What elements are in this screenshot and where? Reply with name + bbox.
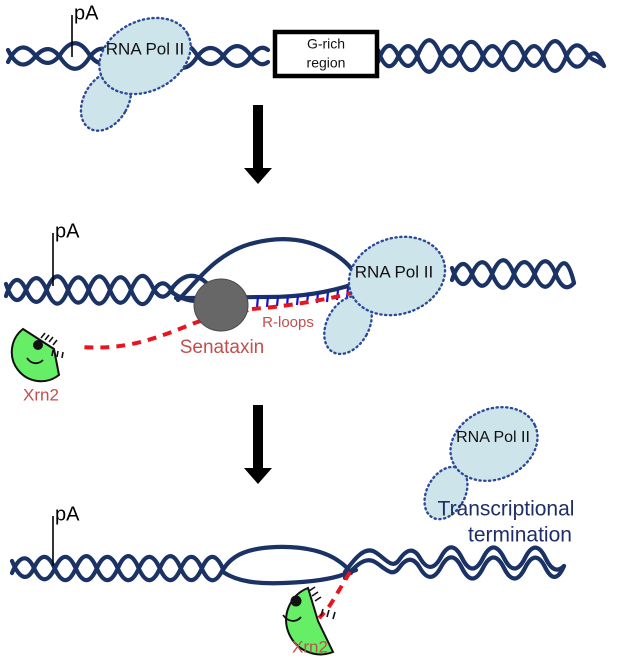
polymerase-label-top: RNA Pol II xyxy=(106,39,184,58)
displaced-dna-strand-middle xyxy=(175,237,359,303)
dna-strand-a-bottom-right xyxy=(342,545,567,575)
dna-strand-b-mid xyxy=(3,275,176,307)
polymerase-label-middle: RNA Pol II xyxy=(355,262,433,281)
xrn2-teeth-upper-middle xyxy=(40,332,58,346)
termination-label-line2: termination xyxy=(468,524,572,547)
xrn2-smile-bottom xyxy=(282,614,302,622)
xrn2-smile-middle xyxy=(26,357,44,365)
rna-pol-2-released: RNA Pol II xyxy=(423,405,539,521)
r-loop-hybrid xyxy=(251,286,365,311)
xrn2-label-bottom: Xrn2 xyxy=(292,637,328,656)
polymerase-tail-lobe-middle xyxy=(323,294,373,356)
flow-arrow-2-shaft xyxy=(253,405,263,470)
dna-strand-b-mid-right xyxy=(449,260,577,290)
panel-middle: RNA Pol II pA Xrn2 R-loops Senat xyxy=(3,220,577,404)
senataxin-oval xyxy=(193,278,249,332)
pa-label-middle: pA xyxy=(55,220,80,242)
dna-strand-b-top-right xyxy=(375,43,607,74)
polymerase-body-top xyxy=(98,16,192,96)
g-rich-box-outline xyxy=(272,29,380,79)
dna-strand-b-bottom xyxy=(9,554,226,583)
dna-duplex-middle-right xyxy=(449,258,577,290)
dna-duplex-bottom-right xyxy=(342,545,567,581)
xrn2-teeth-lower-middle xyxy=(51,349,64,359)
xrn2-middle: Xrn2 xyxy=(10,327,64,404)
senataxin-label: Senataxin xyxy=(180,337,265,358)
rna-pol-2-middle: RNA Pol II xyxy=(323,235,447,356)
flow-arrow-2 xyxy=(244,405,272,484)
xrn2-bottom: Xrn2 xyxy=(282,586,336,656)
polymerase-label-bottom: RNA Pol II xyxy=(456,429,530,446)
flow-arrow-1-shaft xyxy=(253,105,263,170)
r-loops-label: R-loops xyxy=(262,314,314,331)
g-rich-label-line1: G-rich xyxy=(307,36,345,52)
xrn2-eye-middle xyxy=(33,340,43,350)
nascent-rna-bottom xyxy=(317,570,352,620)
xrn2-eye-bottom xyxy=(290,595,302,607)
flow-arrow-1-head xyxy=(244,168,272,184)
panel-bottom: RNA Pol II Transcriptional termination xyxy=(9,405,575,656)
rna-pol-2-top: RNA Pol II xyxy=(79,16,192,132)
pa-label-top: pA xyxy=(74,2,99,24)
polymerase-body-bottom xyxy=(449,405,539,483)
xrn2-teeth-lower-bottom xyxy=(320,608,336,620)
panel-top: pA RNA Pol II G-rich region xyxy=(5,2,607,132)
dna-strand-b-bottom-right xyxy=(342,555,567,581)
xrn2-label-middle: Xrn2 xyxy=(23,385,59,404)
nascent-rna-to-xrn2 xyxy=(79,308,249,350)
flow-arrow-2-head xyxy=(244,468,272,484)
polymerase-body-middle xyxy=(347,235,447,317)
flow-arrow-1 xyxy=(244,105,272,184)
dna-duplex-bottom-left xyxy=(9,554,226,583)
pa-label-bottom: pA xyxy=(55,503,80,525)
rna-strand-r-loop xyxy=(251,287,365,311)
xrn2-body-middle xyxy=(10,327,61,383)
termination-label-line1: Transcriptional xyxy=(438,498,575,521)
g-rich-label-line2: region xyxy=(307,55,346,71)
g-rich-region-box: G-rich region xyxy=(272,29,380,79)
xrn2-teeth-upper-bottom xyxy=(308,586,322,602)
